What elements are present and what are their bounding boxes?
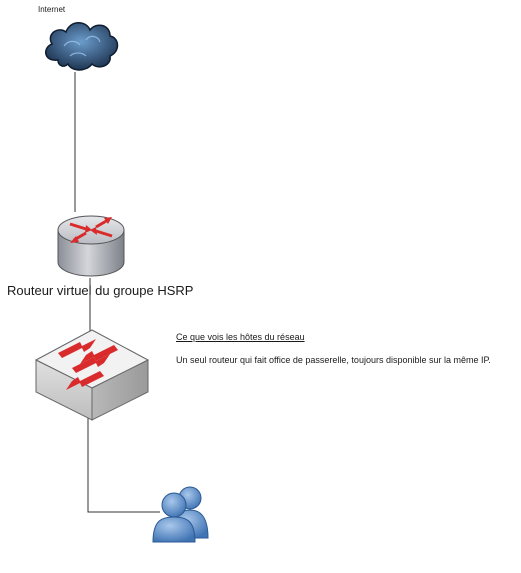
internet-label: Internet (38, 5, 66, 14)
router-icon (57, 215, 125, 277)
note-text: Un seul routeur qui fait office de passe… (176, 355, 491, 365)
cloud-icon (45, 22, 119, 71)
switch-icon (34, 329, 150, 421)
link-switch-users (87, 418, 160, 513)
note-heading: Ce que vois les hôtes du réseau (176, 332, 305, 342)
router-label: Routeur virtuel du groupe HSRP (7, 283, 194, 298)
users-icon (152, 486, 209, 543)
